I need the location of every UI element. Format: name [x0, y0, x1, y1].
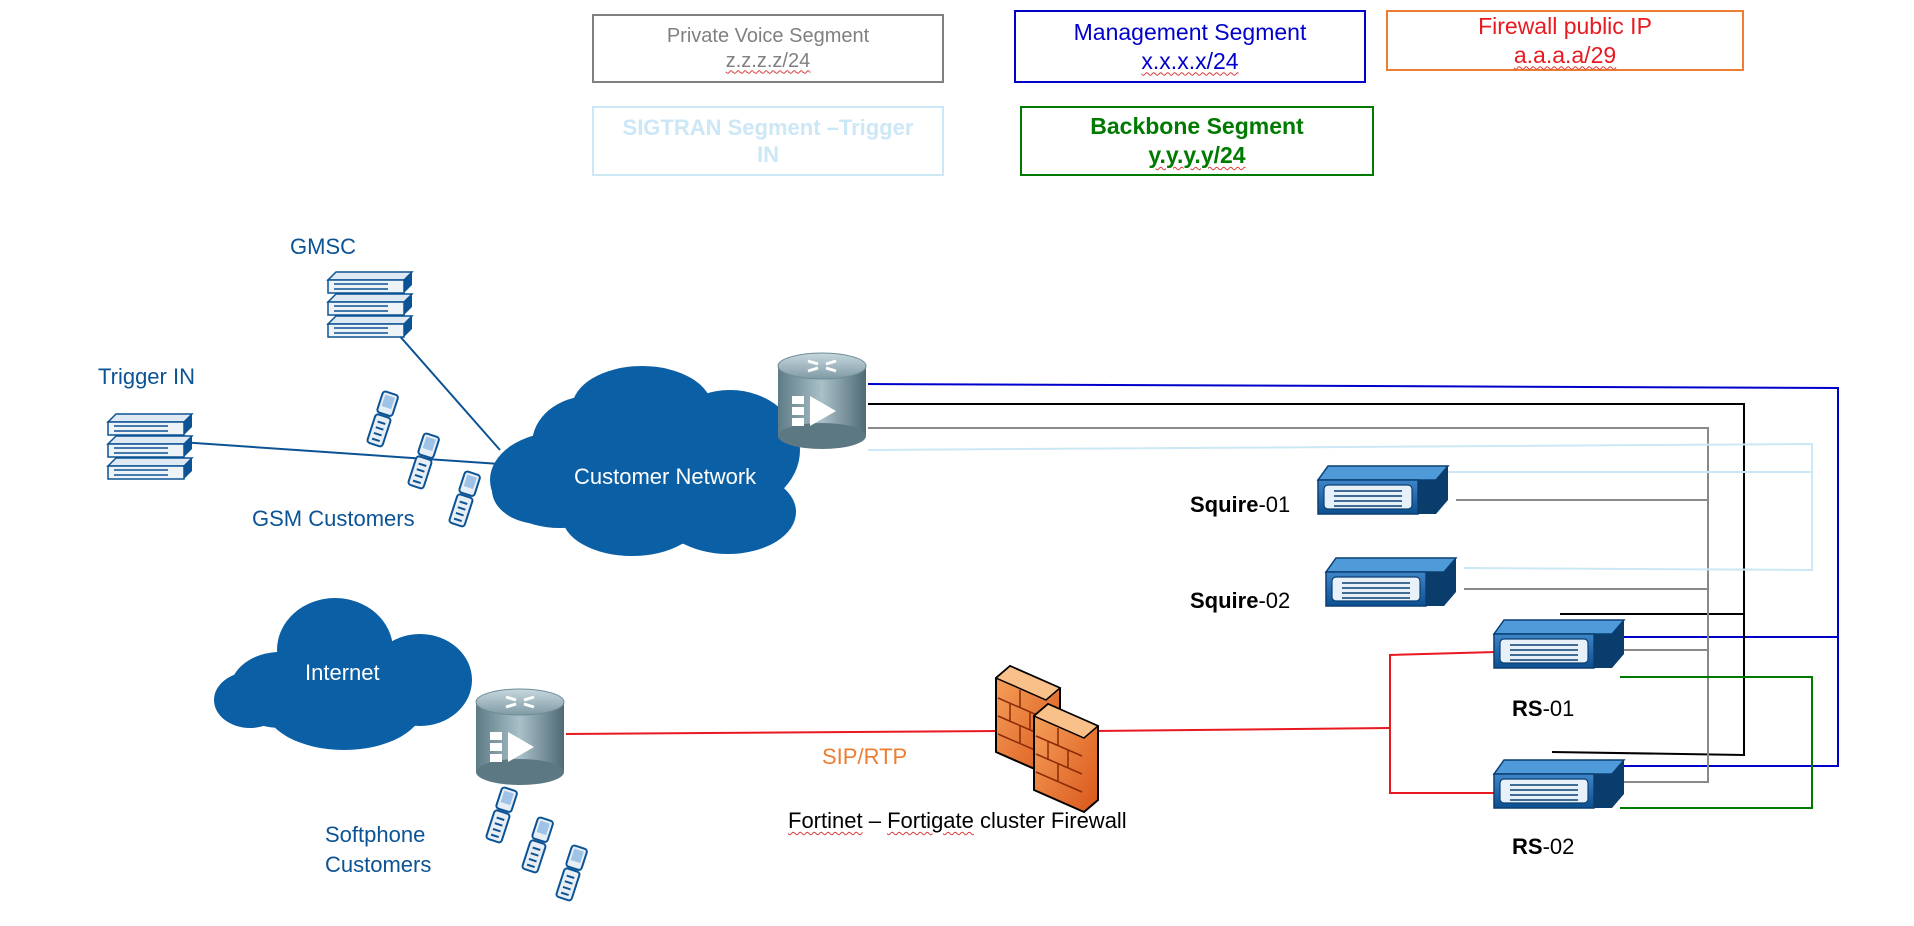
- legend-backbone-title: Backbone Segment: [1090, 113, 1304, 140]
- legend-backbone: Backbone Segment y.y.y.y/24: [1020, 106, 1374, 176]
- legend-management-subnet: x.x.x.x/24: [1141, 47, 1239, 74]
- server-label-suffix: -01: [1542, 696, 1575, 721]
- public-line-rs-branch: [1389, 651, 1497, 794]
- legend-management-title: Management Segment: [1073, 18, 1307, 45]
- gmsc-label: GMSC: [290, 234, 356, 259]
- server-label-rs-02: RS-02: [1512, 834, 1574, 860]
- firewall-label-vendor: Fortinet: [788, 808, 863, 833]
- legend-sigtran-title: SIGTRAN Segment –Trigger IN: [622, 114, 914, 168]
- legend-firewall-ip-subnet: a.a.a.a/29: [1513, 41, 1617, 68]
- firewall-label-product: Fortigate: [887, 808, 974, 833]
- server-label-rs-01: RS-01: [1512, 696, 1574, 722]
- public-line-fw-rs: [1093, 727, 1391, 732]
- server-rack-icon: [107, 413, 193, 480]
- backbone-black-line: [868, 403, 1745, 757]
- legend-backbone-subnet: y.y.y.y/24: [1148, 142, 1246, 168]
- server-label-name: RS: [1512, 834, 1543, 859]
- trigger-in-label: Trigger IN: [98, 364, 195, 389]
- softphone-customers-label: Softphone Customers: [325, 820, 431, 880]
- firewall-label: Fortinet – Fortigate cluster Firewall: [788, 808, 1127, 834]
- server-label-name: RS: [1512, 696, 1543, 721]
- router-icon: [474, 687, 566, 787]
- sigtran-line: [867, 442, 1813, 572]
- legend-private-voice-title: Private Voice Segment: [666, 24, 870, 47]
- phone-icon: [554, 843, 589, 903]
- trigger-in-link: [179, 441, 501, 465]
- legend-private-voice-subnet: z.z.z.z/24: [725, 49, 811, 72]
- server-label-name: Squire: [1190, 492, 1259, 517]
- sip-rtp-label: SIP/RTP: [822, 744, 908, 769]
- server-chassis-icon: [1317, 465, 1449, 515]
- management-line: [867, 383, 1839, 767]
- router-icon: [776, 351, 868, 451]
- phone-icon: [406, 431, 441, 491]
- backbone-green-line: [1620, 676, 1813, 809]
- legend-management: Management Segment x.x.x.x/24: [1014, 10, 1366, 83]
- legend-private-voice: Private Voice Segment z.z.z.z/24: [592, 14, 944, 83]
- server-label-suffix: -02: [1542, 834, 1575, 859]
- firewall-icon: [994, 664, 1100, 814]
- firewall-label-dash: –: [862, 808, 888, 833]
- server-label-suffix: -01: [1258, 492, 1291, 517]
- customer-network-label: Customer Network: [574, 464, 757, 489]
- server-chassis-icon: [1493, 759, 1625, 809]
- server-label-name: Squire: [1190, 588, 1259, 613]
- firewall-label-rest: cluster Firewall: [973, 808, 1127, 833]
- server-label-suffix: -02: [1258, 588, 1291, 613]
- server-chassis-icon: [1325, 557, 1457, 607]
- cloud-icon: [214, 598, 472, 750]
- legend-firewall-ip: Firewall public IP a.a.a.a/29: [1386, 10, 1744, 71]
- server-label-squire-02: Squire-02: [1190, 588, 1290, 614]
- gsm-customers-label: GSM Customers: [252, 506, 415, 531]
- legend-sigtran: SIGTRAN Segment –Trigger IN: [592, 106, 944, 176]
- voice-line: [868, 427, 1709, 783]
- cloud-icon: [490, 366, 800, 556]
- softphone-customers-line2: Customers: [325, 852, 432, 877]
- legend-firewall-ip-title: Firewall public IP: [1478, 12, 1652, 39]
- phone-icon: [447, 469, 482, 529]
- phone-icon: [365, 389, 400, 449]
- server-label-squire-01: Squire-01: [1190, 492, 1290, 518]
- softphone-customers-line1: Softphone: [325, 822, 426, 847]
- server-rack-icon: [327, 271, 413, 338]
- public-line-router-fw: [565, 730, 1001, 735]
- phone-icon: [484, 785, 519, 845]
- server-chassis-icon: [1493, 619, 1625, 669]
- internet-label: Internet: [305, 660, 380, 685]
- phone-icon: [520, 815, 555, 875]
